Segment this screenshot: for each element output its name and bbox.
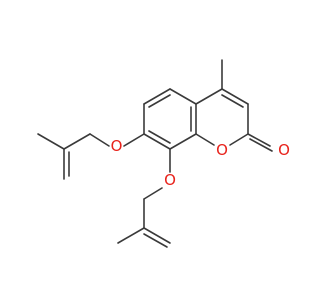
bond-o-ch2-lower: [143, 187, 163, 200]
atom-label-o-ether-upper: O: [111, 137, 123, 155]
bond-c7-o: [123, 133, 145, 147]
bond-c-methyl-upper: [37, 133, 65, 150]
bond-c4-c3: [221, 88, 249, 105]
bond-c5-c4a: [169, 88, 197, 105]
bond-o-ring-c8a: [195, 133, 215, 146]
structure-canvas: O O O O: [37, 59, 290, 248]
bond-c6-c5-inner: [148, 94, 171, 108]
bond-c8-c7-inner: [148, 130, 171, 144]
bond-c4a-c4: [195, 88, 223, 105]
bond-c-methyl-lower: [117, 227, 145, 244]
bond-c4-c3-inner: [221, 94, 244, 108]
bond-c8-c7: [143, 133, 171, 150]
bond-c2-o-carbonyl-a: [247, 133, 271, 147]
atom-label-o-ring: O: [216, 141, 228, 159]
bond-layer: [37, 59, 273, 248]
bond-c-ch2-double-lower-b: [143, 233, 168, 248]
bond-ch2-c-upper: [63, 133, 91, 150]
bond-o-ch2-upper: [89, 133, 110, 147]
bond-c-ch2-double-lower-a: [143, 227, 171, 244]
bond-c2-o-carbonyl-b: [249, 138, 273, 152]
molecule-diagram: O O O O: [37, 59, 290, 248]
atom-label-o-carbonyl: O: [278, 141, 290, 159]
bond-c2-o-ring: [229, 133, 249, 146]
bond-c8a-c8: [169, 133, 197, 150]
atom-label-o-ether-lower: O: [164, 171, 176, 189]
bond-c6-c5: [143, 88, 171, 105]
atom-label-layer: O O O O: [111, 137, 290, 189]
